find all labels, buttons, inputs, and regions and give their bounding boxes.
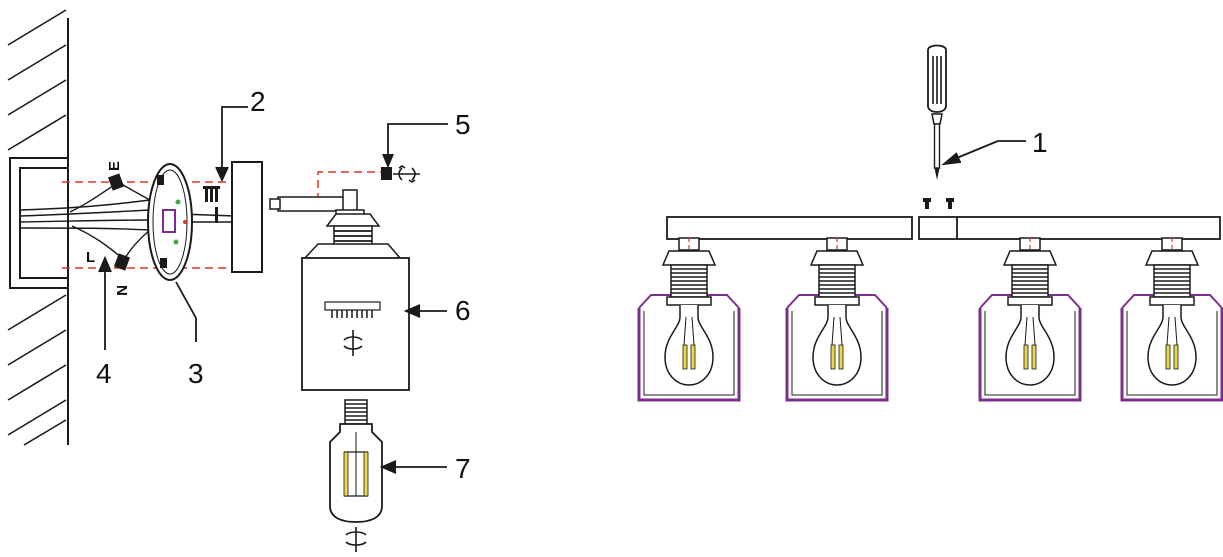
neutral-wire-label: N bbox=[113, 285, 130, 296]
screw-icon bbox=[203, 186, 220, 223]
crossbar bbox=[666, 216, 1221, 240]
callout-1: 1 bbox=[1032, 127, 1048, 158]
callout-7: 7 bbox=[455, 453, 471, 484]
screwdriver-icon bbox=[927, 44, 947, 180]
light-bulb-icon bbox=[329, 399, 383, 552]
finial-knob bbox=[381, 165, 420, 183]
callout-4: 4 bbox=[96, 358, 112, 389]
socket-and-shade bbox=[301, 213, 410, 391]
screw-icon bbox=[923, 198, 954, 209]
wall bbox=[7, 9, 69, 446]
rotate-arrow-icon bbox=[398, 165, 416, 183]
callout-6: 6 bbox=[455, 295, 471, 326]
mounting-plate bbox=[147, 163, 193, 281]
shade-unit-2 bbox=[785, 236, 889, 402]
wire-connectors bbox=[107, 173, 131, 271]
earth-wire-label: E bbox=[106, 161, 123, 171]
callout-leaders-left bbox=[98, 106, 448, 474]
rotate-arrow-icon bbox=[345, 527, 367, 552]
shade-unit-3 bbox=[978, 236, 1082, 402]
callout-leader-1 bbox=[941, 140, 1026, 166]
shade-unit-4 bbox=[1120, 236, 1223, 402]
live-wire-label: L bbox=[86, 249, 95, 266]
callout-5: 5 bbox=[455, 109, 471, 140]
wires bbox=[19, 181, 236, 259]
rotate-arrow-icon bbox=[343, 330, 363, 356]
junction-box bbox=[9, 157, 69, 289]
wall-hatch-icon bbox=[7, 9, 67, 446]
screw-guide-lines bbox=[62, 171, 385, 269]
shade-unit-1 bbox=[637, 236, 741, 402]
canopy bbox=[231, 161, 263, 273]
callout-2: 2 bbox=[250, 86, 266, 117]
callout-3: 3 bbox=[188, 358, 204, 389]
